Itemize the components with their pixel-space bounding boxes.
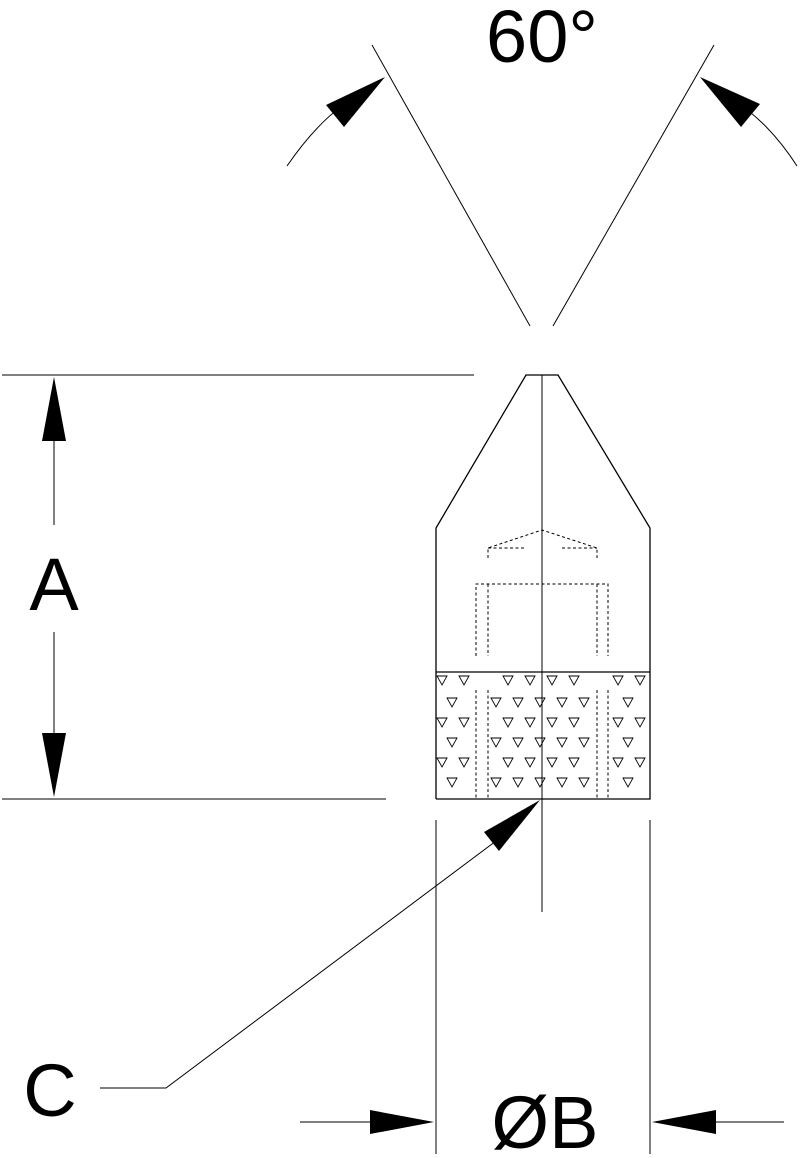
grit-particle — [490, 697, 502, 708]
grit-particle — [634, 757, 646, 768]
angle-arrow-left — [326, 77, 385, 127]
grit-particle — [568, 717, 580, 728]
grit-particle — [458, 675, 470, 686]
grit-particle — [446, 697, 458, 708]
callout-leader: C — [23, 800, 540, 1132]
grit-particle — [556, 737, 568, 748]
grit-particle — [512, 697, 524, 708]
grit-particle — [436, 757, 448, 768]
callout-label: C — [23, 1049, 76, 1132]
grit-particle — [534, 737, 546, 748]
grit-particle — [490, 777, 502, 788]
grit-particle — [556, 697, 568, 708]
grit-particle — [490, 737, 502, 748]
length-label: A — [29, 543, 79, 626]
length-dimension: A — [2, 374, 474, 800]
angle-extension-right — [552, 44, 715, 327]
callout-arrow — [484, 800, 540, 851]
diameter-arrow-left — [370, 1110, 434, 1134]
grit-particle — [458, 757, 470, 768]
part-outline — [435, 374, 651, 800]
diameter-label: ØB — [492, 1081, 599, 1158]
grit-particle — [612, 717, 624, 728]
grit-particle — [578, 737, 590, 748]
angle-extension-left — [371, 44, 531, 327]
grit-particle — [556, 777, 568, 788]
grit-particle — [534, 777, 546, 788]
grit-particle — [502, 757, 514, 768]
diameter-dimension: ØB — [300, 820, 784, 1158]
angle-dimension: 60° — [286, 0, 798, 327]
angle-label: 60° — [486, 0, 598, 78]
grit-particle — [622, 697, 634, 708]
grit-particle — [634, 675, 646, 686]
grit-particle — [612, 757, 624, 768]
grit-particle — [524, 757, 536, 768]
grit-particle — [578, 777, 590, 788]
grit-particle — [568, 757, 580, 768]
grit-particle — [524, 717, 536, 728]
grit-particle — [578, 697, 590, 708]
part-body — [435, 374, 651, 912]
grit-particle — [634, 717, 646, 728]
grit-particle — [524, 675, 536, 686]
angle-arrow-right — [700, 77, 760, 127]
grit-particle — [622, 777, 634, 788]
grit-particle — [534, 697, 546, 708]
grit-particle — [502, 675, 514, 686]
grit-particle — [512, 777, 524, 788]
diamond-grit-pattern — [436, 675, 646, 788]
grit-particle — [512, 737, 524, 748]
length-arrow-bottom — [42, 733, 66, 797]
grit-particle — [436, 675, 448, 686]
grit-particle — [546, 757, 558, 768]
grit-particle — [622, 737, 634, 748]
length-arrow-top — [42, 377, 66, 441]
hidden-internal-features — [475, 529, 609, 799]
grit-particle — [458, 717, 470, 728]
diameter-arrow-right — [652, 1110, 716, 1134]
grit-particle — [546, 675, 558, 686]
grit-particle — [446, 737, 458, 748]
grit-particle — [446, 777, 458, 788]
callout-leader-line — [100, 837, 501, 1089]
grit-particle — [502, 717, 514, 728]
grit-particle — [612, 675, 624, 686]
grit-particle — [546, 717, 558, 728]
grit-particle — [436, 717, 448, 728]
grit-particle — [568, 675, 580, 686]
